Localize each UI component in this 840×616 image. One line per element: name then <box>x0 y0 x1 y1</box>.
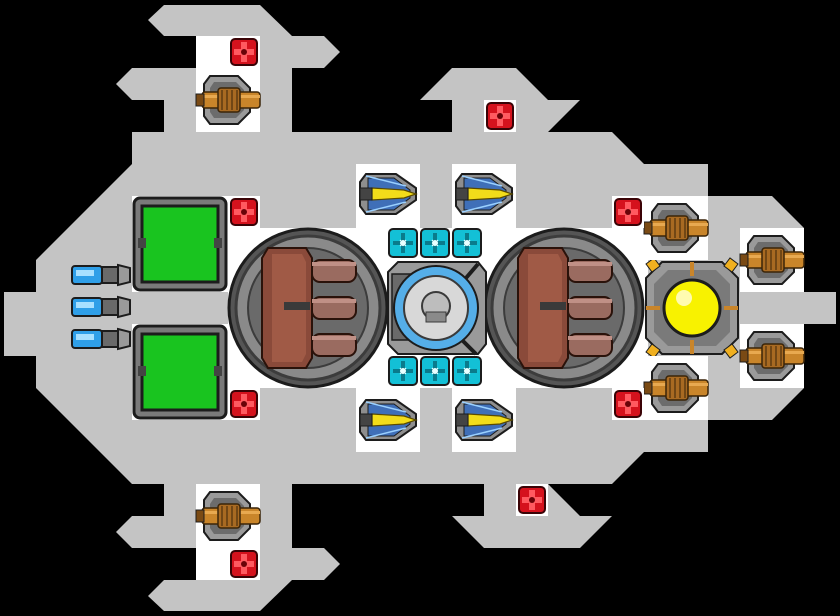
torpedo-launcher-right[interactable] <box>483 227 645 389</box>
crew-slot-4[interactable] <box>388 356 418 386</box>
drone-bottom-2[interactable] <box>451 391 517 449</box>
console-2[interactable] <box>227 547 261 581</box>
console-8[interactable] <box>611 387 645 421</box>
hangar-bay-top[interactable] <box>130 194 230 294</box>
crew-slot-5[interactable] <box>420 356 450 386</box>
shield-generator[interactable] <box>387 261 487 356</box>
console-5[interactable] <box>227 195 261 229</box>
reactor-core[interactable] <box>645 257 739 359</box>
engine-2[interactable] <box>67 293 133 321</box>
crew-slot-1[interactable] <box>388 228 418 258</box>
drone-top-2[interactable] <box>451 165 517 223</box>
console-1[interactable] <box>227 35 261 69</box>
crew-slot-2[interactable] <box>420 228 450 258</box>
hangar-bay-bottom[interactable] <box>130 322 230 422</box>
drone-top-1[interactable] <box>355 165 421 223</box>
turret-far-right-top[interactable] <box>739 227 805 293</box>
console-4[interactable] <box>515 483 549 517</box>
turret-right-lower[interactable] <box>643 355 709 421</box>
turret-bottom-left[interactable] <box>195 483 261 549</box>
engine-1[interactable] <box>67 261 133 289</box>
turret-top-left[interactable] <box>195 67 261 133</box>
torpedo-launcher-left[interactable] <box>227 227 389 389</box>
engine-3[interactable] <box>67 325 133 353</box>
drone-bottom-1[interactable] <box>355 391 421 449</box>
console-7[interactable] <box>611 195 645 229</box>
crew-slot-6[interactable] <box>452 356 482 386</box>
console-6[interactable] <box>227 387 261 421</box>
crew-slot-3[interactable] <box>452 228 482 258</box>
turret-far-right-bottom[interactable] <box>739 323 805 389</box>
turret-right-upper[interactable] <box>643 195 709 261</box>
console-3[interactable] <box>483 99 517 133</box>
